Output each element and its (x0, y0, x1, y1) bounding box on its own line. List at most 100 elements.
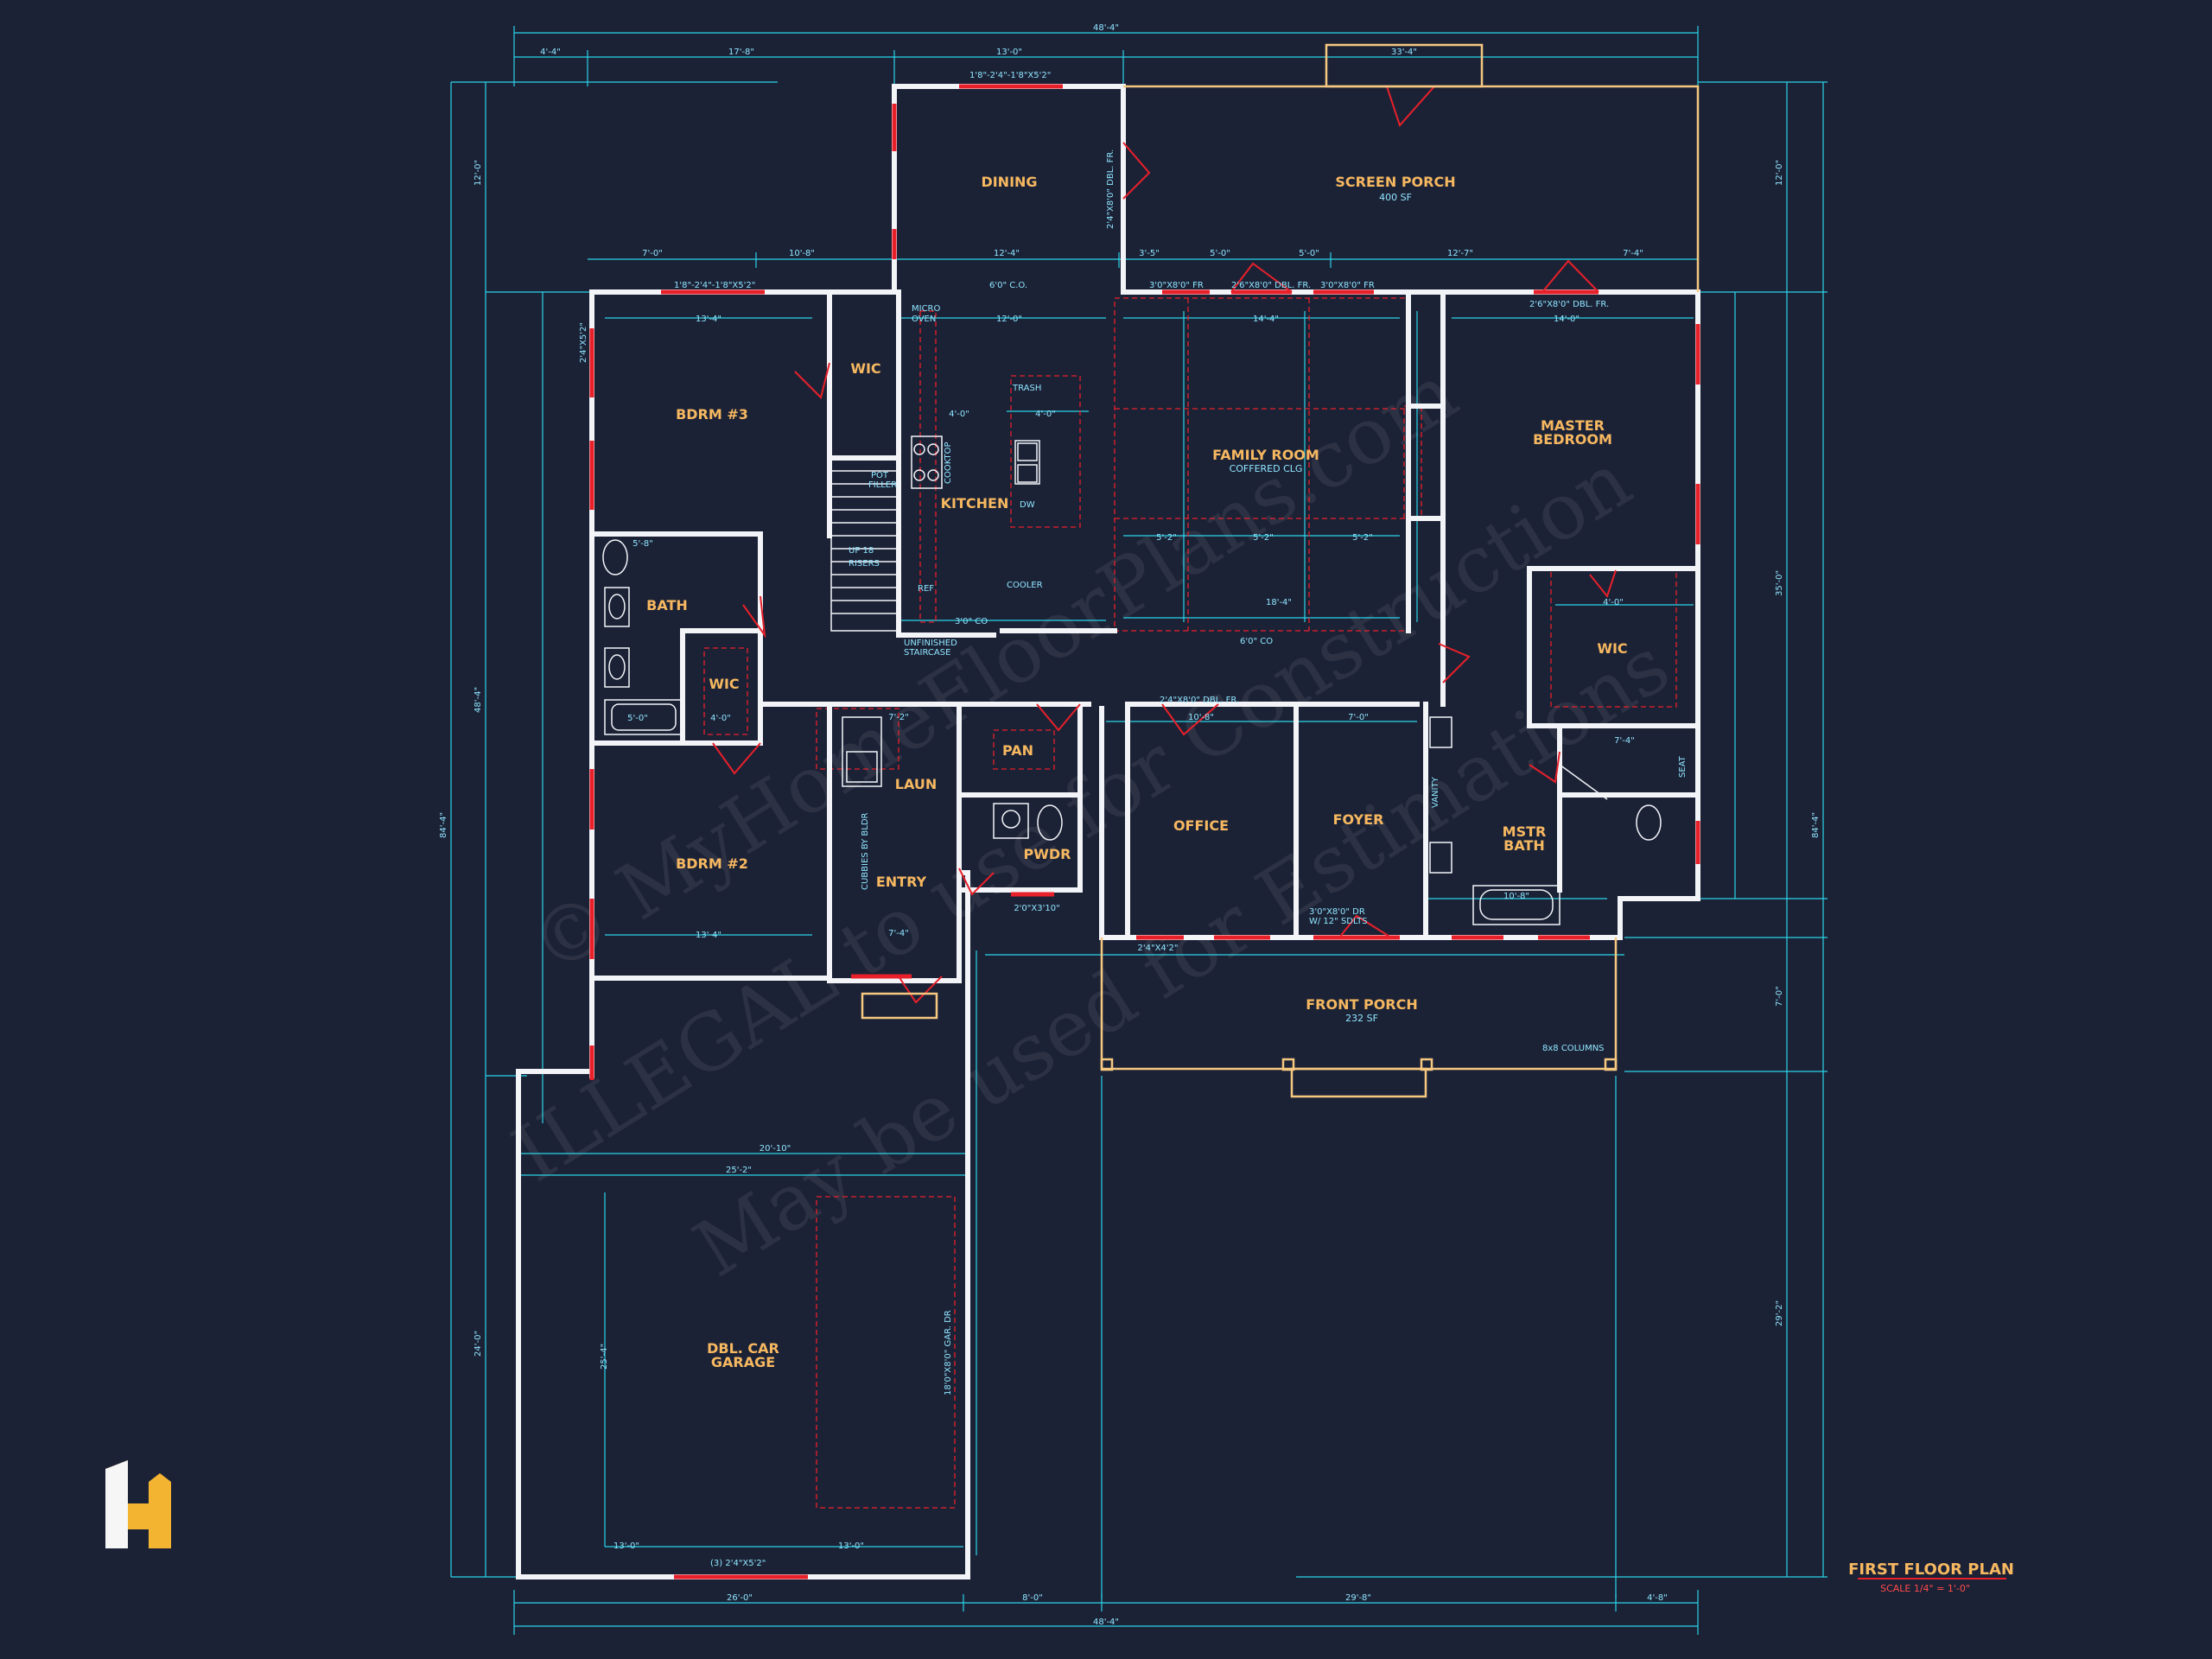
dim-top-33-4: 33'-4" (1391, 48, 1417, 57)
dim-overall-top: 48'-4" (1093, 23, 1119, 33)
front-porch-area: 232 SF (1345, 1013, 1378, 1024)
dim-top-13-0: 13'-0" (996, 48, 1022, 57)
dim-bdrm2-13-4: 13'-4" (696, 931, 721, 940)
tag-trash: TRASH (1012, 384, 1041, 393)
room-foyer: FOYER (1333, 811, 1384, 828)
dim-kitchen-4-0a: 4'-0" (949, 410, 969, 419)
dim-dining-12-4: 12'-4" (994, 249, 1020, 258)
room-kitchen: KITCHEN (941, 495, 1009, 512)
dim-right-12-0: 12'-0" (1775, 160, 1784, 186)
tag-dbl-fr-office: 2'4"X8'0" DBL. FR. (1160, 696, 1239, 705)
windows-doors (589, 84, 1700, 1580)
dim-master-14-0: 14'-0" (1554, 315, 1580, 324)
dim-family-5-2c: 5'-2" (1352, 533, 1373, 543)
dim-left-48-4: 48'-4" (474, 687, 483, 713)
brand-logo-icon (105, 1460, 171, 1548)
tag-fr-left: 3'0"X8'0" FR (1149, 281, 1204, 290)
screen-porch-area: 400 SF (1379, 192, 1412, 203)
plan-scale: SCALE 1/4" = 1'-0" (1880, 1583, 1970, 1594)
porch-outlines (861, 43, 1700, 1098)
tag-dining-windows: 1'8"-2'4"-1'8"X5'2" (969, 71, 1051, 80)
dim-right-84-4: 84'-4" (1811, 812, 1821, 838)
dimension-lines (450, 26, 1827, 1635)
room-wic-master: WIC (1597, 640, 1627, 657)
dim-mwic-7-4: 7'-4" (1614, 736, 1635, 746)
tag-unfinished-2: STAIRCASE (904, 648, 950, 658)
tag-vanity: VANITY (1431, 776, 1440, 808)
dim-top-7-4: 7'-4" (1623, 249, 1643, 258)
fixtures (602, 435, 1662, 925)
room-pwdr: PWDR (1024, 846, 1071, 862)
dim-foyer-7-0: 7'-0" (1348, 713, 1369, 722)
tag-fr-right: 3'0"X8'0" FR (1320, 281, 1375, 290)
dim-mbath-10-8: 10'-8" (1503, 892, 1529, 901)
dim-laun-7-2: 7'-2" (888, 713, 909, 722)
dim-right-35-0: 35'-0" (1775, 570, 1784, 596)
dim-window-2-4x5-2: 2'4"X5'2" (579, 322, 588, 363)
tag-dw: DW (1020, 500, 1035, 510)
tag-dr-sdlts-1: 3'0"X8'0" DR (1309, 907, 1365, 917)
dim-kitchen-4-0b: 4'-0" (1035, 410, 1056, 419)
dim-window-2-4x4-2: 2'4"X4'2" (1138, 944, 1179, 953)
dim-bath-5-8: 5'-8" (632, 539, 653, 549)
room-screen-porch: SCREEN PORCH (1335, 174, 1455, 190)
door-swings (712, 86, 1617, 1004)
dim-office-10-8: 10'-8" (1188, 713, 1214, 722)
title-block: FIRST FLOOR PLAN SCALE 1/4" = 1'-0" (1848, 1560, 2014, 1594)
tag-dbl-fr-master: 2'6"X8'0" DBL. FR. (1529, 300, 1609, 309)
dim-top-7-0: 7'-0" (642, 249, 663, 258)
room-wic-bath: WIC (709, 676, 739, 692)
dim-porch-12-7: 12'-7" (1447, 249, 1473, 258)
tag-micro: MICRO (912, 304, 941, 314)
dim-top-4-4: 4'-4" (540, 48, 561, 57)
room-laun: LAUN (895, 776, 937, 792)
room-family-room: FAMILY ROOM (1212, 447, 1319, 463)
room-bdrm-2: BDRM #2 (676, 855, 748, 872)
room-front-porch: FRONT PORCH (1306, 996, 1418, 1013)
dim-entry-7-4: 7'-4" (888, 929, 909, 938)
room-mstr-bath-line1: MSTR (1503, 823, 1547, 840)
tag-up-risers-2: RISERS (849, 559, 880, 569)
dim-garage-13-0b: 13'-0" (838, 1541, 864, 1551)
dim-bdrm3-13-4: 13'-4" (696, 315, 721, 324)
tag-filler: FILLER (868, 480, 897, 490)
dimension-text: 48'-4" 48'-4" 4'-4" 17'-8" 13'-0" 33'-4"… (439, 23, 1821, 1627)
dim-porch-3-5: 3'-5" (1139, 249, 1160, 258)
dim-top-17-8: 17'-8" (728, 48, 754, 57)
dim-garage-25-4: 25'-4" (600, 1344, 609, 1370)
tag-garage-door: 18'0"X8'0" GAR. DR (944, 1310, 953, 1395)
dim-top-10-8: 10'-8" (789, 249, 815, 258)
room-garage-line2: GARAGE (711, 1354, 775, 1370)
dim-garage-13-0a: 13'-0" (613, 1541, 639, 1551)
room-master-bedroom-line1: MASTER (1541, 417, 1605, 434)
dim-family-18-4: 18'-4" (1266, 598, 1292, 607)
dim-bot-26-0: 26'-0" (727, 1593, 753, 1603)
room-garage-line1: DBL. CAR (707, 1340, 779, 1357)
dim-porch-5-0b: 5'-0" (1299, 249, 1319, 258)
family-room-sub: COFFERED CLG (1230, 463, 1303, 474)
tag-ref: REF (918, 584, 934, 594)
fixture-tags: MICRO OVEN TRASH POT FILLER COOKTOP DW R… (674, 71, 1688, 1568)
dim-garage-25-2: 25'-2" (726, 1166, 752, 1175)
dim-family-14-4: 14'-4" (1253, 315, 1279, 324)
room-labels: DINING SCREEN PORCH 400 SF BDRM #3 WIC K… (646, 174, 1627, 1370)
room-bath: BATH (646, 597, 688, 613)
tag-up-risers-1: UP 18 (849, 546, 874, 556)
dim-family-5-2b: 5'-2" (1253, 533, 1274, 543)
dim-garage-20-10: 20'-10" (760, 1144, 791, 1154)
stairs (830, 457, 898, 632)
dim-wic-4-0: 4'-0" (710, 714, 731, 723)
plan-title: FIRST FLOOR PLAN (1848, 1560, 2014, 1579)
tag-seat: SEAT (1678, 755, 1688, 778)
tag-dining-door: 2'4"X8'0" DBL. FR. (1106, 149, 1116, 229)
dim-right-7-0: 7'-0" (1775, 986, 1784, 1007)
tag-coffered-co: 6'0" CO (1240, 637, 1273, 646)
room-entry: ENTRY (876, 874, 927, 890)
tag-cooktop: COOKTOP (944, 442, 953, 484)
tag-cooler: COOLER (1007, 581, 1043, 590)
room-office: OFFICE (1173, 817, 1229, 834)
dim-family-5-2a: 5'-2" (1156, 533, 1177, 543)
dim-right-29-2: 29'-2" (1775, 1300, 1784, 1326)
